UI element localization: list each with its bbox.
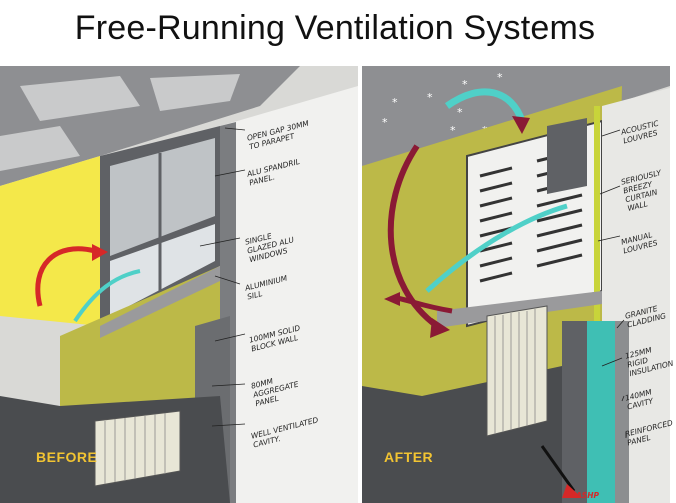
before-ceiling-tile: [20, 76, 140, 121]
after-top-airflow-arrow: [444, 88, 526, 123]
before-ceiling-tile: [150, 74, 240, 111]
before-olive-wall: [60, 266, 220, 426]
after-radiator: [486, 305, 548, 437]
after-illustration: *** *** **: [362, 66, 674, 503]
after-ceiling: [362, 66, 670, 166]
svg-text:*: *: [497, 71, 503, 84]
before-sill: [100, 266, 220, 338]
after-heat-pump-arrow-head: [562, 484, 582, 498]
before-leader-lines: [199, 127, 246, 427]
before-radiator-fins: [104, 413, 166, 484]
svg-text:*: *: [427, 91, 433, 104]
svg-text:*: *: [382, 116, 388, 129]
after-return-airflow-arrow: [396, 295, 453, 314]
after-cavity: [615, 321, 629, 503]
after-louvres-left: [479, 166, 513, 283]
slide-title: Free-Running Ventilation Systems: [74, 9, 596, 47]
svg-text:*: *: [457, 106, 463, 119]
before-illustration: OPEN GAP 30MM TO PARAPET ALU SPANDRIL PA…: [0, 66, 358, 503]
before-drawing: [0, 66, 358, 503]
after-down-arrow-head: [430, 318, 450, 338]
before-red-arrow-head: [92, 244, 108, 261]
after-cyan-airflow-arrow: [425, 203, 568, 293]
before-radiator: [94, 410, 181, 487]
after-leader-lines: [597, 129, 627, 438]
before-window-glass-lower: [110, 224, 215, 316]
before-red-airflow-arrow: [35, 246, 96, 307]
after-granite-cladding: [562, 321, 587, 503]
before-facade: [220, 86, 358, 503]
after-rigid-insulation: [587, 321, 615, 503]
heat-pump-label: ASHP: [576, 491, 599, 500]
after-top-arrow-head: [512, 116, 530, 134]
svg-text:*: *: [462, 78, 468, 91]
after-drawing: *** *** **: [362, 66, 670, 503]
after-down-airflow-arrow: [387, 144, 439, 329]
svg-text:*: *: [450, 124, 456, 137]
after-label: AFTER: [384, 449, 434, 465]
after-return-arrow-head: [384, 292, 400, 306]
after-heat-pump-pipe: [540, 445, 576, 492]
before-left-wall: [0, 156, 100, 326]
before-window-glass-upper: [110, 138, 215, 256]
after-radiator-fins: [494, 309, 536, 434]
before-cyan-airflow-arrow: [73, 269, 141, 323]
after-sill: [437, 291, 602, 328]
after-open-louvre-shutter: [547, 118, 587, 194]
before-ceiling-tile: [0, 126, 80, 171]
before-label: BEFORE: [36, 449, 98, 465]
svg-text:*: *: [392, 96, 398, 109]
